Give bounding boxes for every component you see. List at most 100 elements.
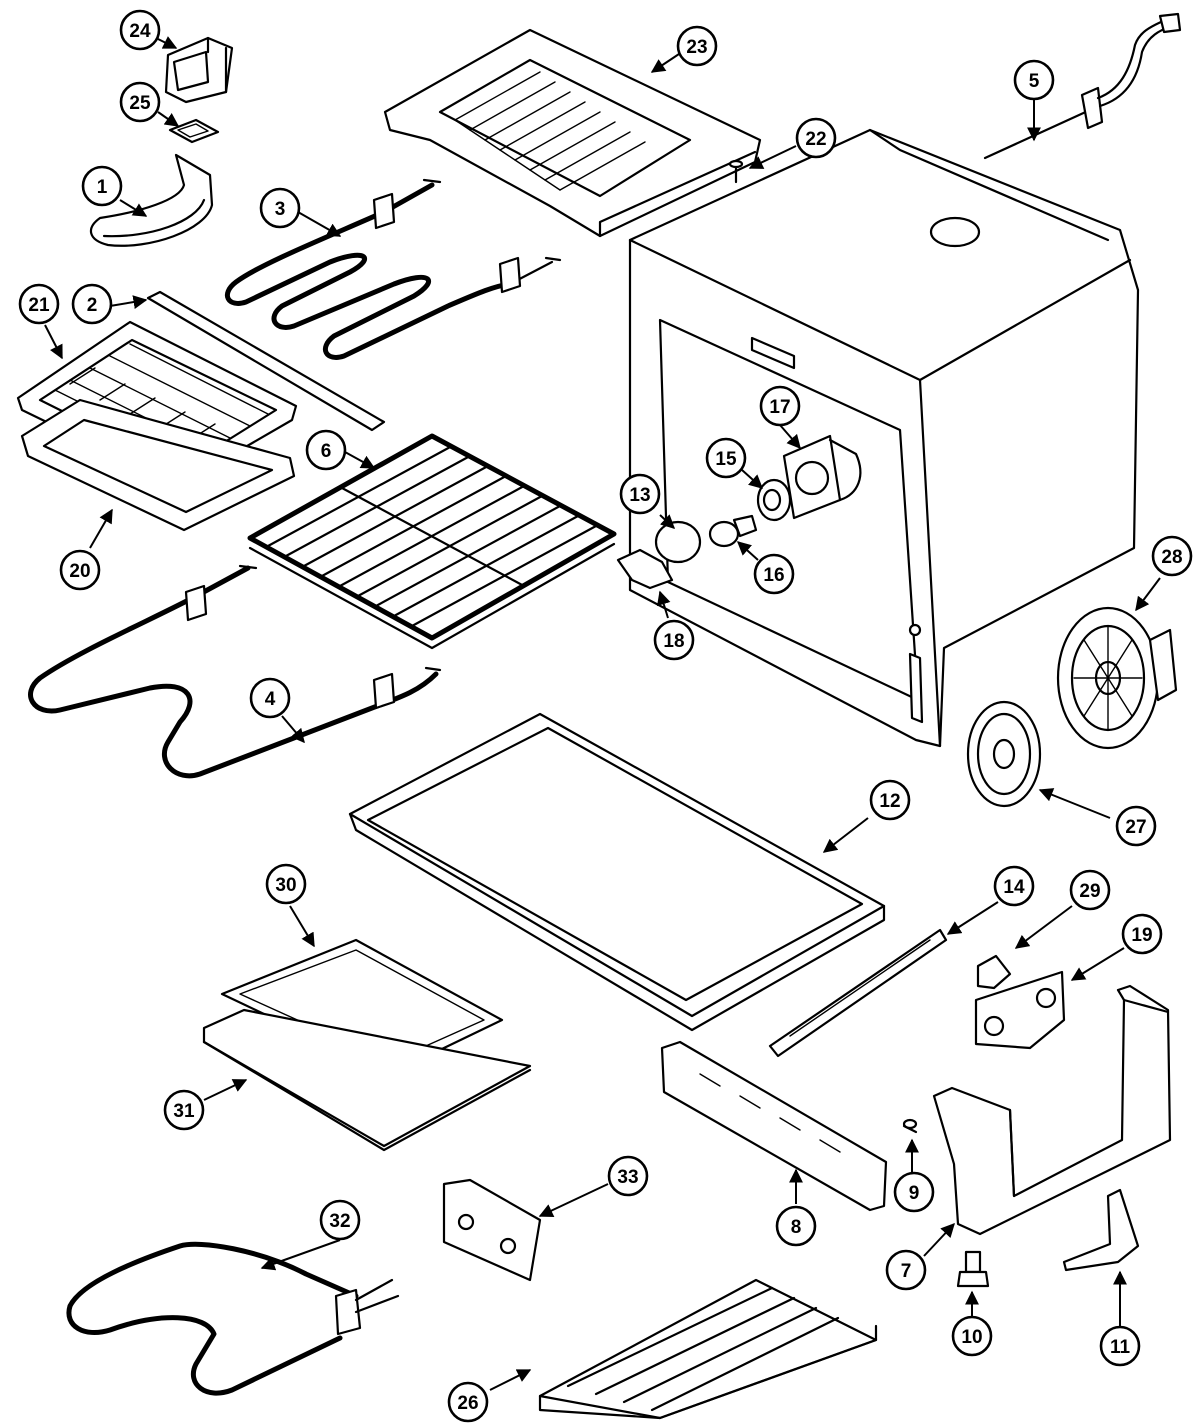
part-3-broil-element (224, 178, 562, 360)
callout-number: 24 (129, 21, 151, 42)
part-33-bracket (442, 1178, 542, 1282)
callout-33: 33 (607, 1155, 649, 1197)
callout-17: 17 (759, 385, 801, 427)
leader-27 (1038, 788, 1111, 819)
callout-32: 32 (319, 1199, 361, 1241)
callout-19: 19 (1121, 913, 1163, 955)
callout-27: 27 (1115, 805, 1157, 847)
part-24-lamp-housing (164, 36, 234, 104)
leader-33 (538, 1183, 609, 1217)
callout-number: 26 (457, 1393, 478, 1414)
leader-23 (650, 51, 683, 73)
part-1-curved-bracket (90, 153, 214, 247)
callout-13: 13 (619, 473, 661, 515)
callout-number: 8 (791, 1217, 802, 1238)
callout-14: 14 (993, 865, 1035, 907)
callout-number: 6 (321, 441, 332, 462)
part-20-broiler-pan (20, 398, 296, 532)
part-11-anti-tip-bracket (1062, 1188, 1140, 1272)
callout-number: 16 (763, 565, 784, 586)
callout-number: 7 (901, 1261, 912, 1282)
leader-3 (297, 211, 342, 237)
callout-30: 30 (265, 863, 307, 905)
callout-number: 18 (663, 631, 684, 652)
leader-17 (779, 424, 801, 450)
callout-number: 1 (97, 177, 108, 198)
callout-number: 17 (769, 397, 790, 418)
part-27-fan-cover (966, 700, 1042, 808)
callout-25: 25 (119, 81, 161, 123)
callout-21: 21 (18, 283, 60, 325)
part-31-lower-panel (202, 1008, 532, 1152)
part-2-strip (146, 290, 386, 432)
callout-20: 20 (59, 549, 101, 591)
callout-2: 2 (71, 283, 113, 325)
callout-3: 3 (259, 187, 301, 229)
leader-2 (109, 295, 148, 309)
callout-number: 12 (879, 791, 900, 812)
leader-25 (157, 111, 180, 127)
callout-number: 3 (275, 199, 286, 220)
oven-cavity (628, 128, 1140, 748)
part-10-leveling-leg (956, 1250, 990, 1288)
part-6-oven-rack (247, 433, 617, 650)
callout-number: 15 (715, 449, 737, 470)
callout-number: 14 (1003, 877, 1025, 898)
callout-number: 32 (329, 1211, 350, 1232)
part-22-screw (728, 159, 744, 184)
leader-12 (822, 817, 869, 853)
leader-13 (659, 514, 676, 529)
part-13-globe (654, 520, 702, 564)
part-7-support-frame (932, 984, 1172, 1236)
callout-number: 30 (275, 875, 296, 896)
callout-24: 24 (119, 9, 161, 51)
callout-15: 15 (705, 437, 747, 479)
callout-number: 2 (87, 295, 98, 316)
callout-number: 11 (1110, 1337, 1131, 1358)
callout-number: 31 (173, 1101, 195, 1122)
leader-14 (946, 901, 999, 935)
leader-26 (489, 1369, 532, 1391)
part-5-temperature-sensor (983, 12, 1182, 160)
part-12-bottom-tray (348, 712, 886, 1032)
leader-29 (1014, 905, 1073, 949)
callout-number: 23 (686, 37, 707, 58)
leader-31 (203, 1079, 248, 1101)
callout-number: 22 (805, 129, 826, 150)
part-4-bake-element (28, 564, 442, 779)
callout-4: 4 (249, 677, 291, 719)
callout-8: 8 (775, 1205, 817, 1247)
callout-7: 7 (885, 1249, 927, 1291)
leader-7 (923, 1222, 955, 1257)
callout-29: 29 (1069, 869, 1111, 911)
leader-16 (736, 541, 759, 561)
callout-number: 27 (1125, 817, 1146, 838)
part-23-top-cover (383, 28, 762, 238)
leader-4 (281, 715, 305, 744)
callout-6: 6 (305, 429, 347, 471)
leader-18 (657, 590, 671, 619)
callout-10: 10 (951, 1315, 993, 1357)
leader-lines (44, 36, 1161, 1391)
leader-19 (1070, 947, 1125, 981)
part-18-gasket (616, 548, 674, 590)
callout-number: 9 (909, 1183, 920, 1204)
callout-12: 12 (869, 779, 911, 821)
callout-23: 23 (676, 25, 718, 67)
part-25-lens-plate (168, 118, 220, 144)
callout-number: 21 (28, 295, 50, 316)
leader-20 (89, 508, 113, 549)
callout-number: 5 (1029, 71, 1040, 92)
callout-26: 26 (447, 1381, 489, 1423)
callout-number: 33 (617, 1167, 638, 1188)
part-14-slide-rail (768, 928, 948, 1058)
part-32-lower-element (66, 1241, 400, 1396)
part-26-lower-rack (538, 1278, 878, 1420)
leader-6 (344, 451, 376, 469)
leader-30 (289, 905, 315, 948)
leader-21 (44, 324, 63, 360)
callout-number: 25 (129, 93, 151, 114)
callout-18: 18 (653, 619, 695, 661)
leader-32 (260, 1239, 341, 1271)
part-15-socket-ring (756, 478, 792, 522)
